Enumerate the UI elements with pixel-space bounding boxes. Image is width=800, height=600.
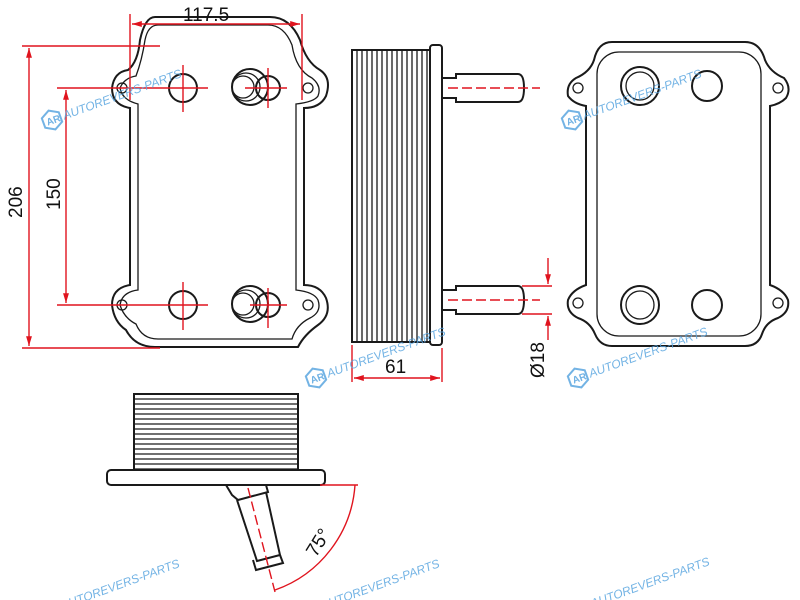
svg-text:AUTOREVERS-PARTS: AUTOREVERS-PARTS bbox=[588, 554, 712, 600]
watermark-1: AR AUTOREVERS-PARTS bbox=[40, 66, 184, 131]
svg-text:AR: AR bbox=[45, 113, 63, 129]
dim-angle-label: 75° bbox=[302, 525, 335, 560]
svg-text:AUTOREVERS-PARTS: AUTOREVERS-PARTS bbox=[586, 324, 710, 380]
watermark-7: AUTOREVERS-PARTS bbox=[588, 554, 712, 600]
dim-height-label: 206 bbox=[6, 186, 27, 218]
back-view bbox=[566, 41, 790, 347]
watermark-5: AUTOREVERS-PARTS bbox=[58, 556, 182, 600]
dim-spacing-label: 150 bbox=[44, 178, 65, 210]
svg-text:AR: AR bbox=[309, 371, 327, 387]
front-view: 117.5 206 150 bbox=[6, 5, 329, 349]
svg-text:AUTOREVERS-PARTS: AUTOREVERS-PARTS bbox=[318, 556, 442, 600]
watermark-2: AR AUTOREVERS-PARTS bbox=[304, 324, 447, 389]
svg-text:AUTOREVERS-PARTS: AUTOREVERS-PARTS bbox=[580, 66, 704, 122]
dim-depth-label: 61 bbox=[385, 357, 406, 378]
bottom-view: 75° bbox=[106, 393, 358, 593]
side-view: 61 Ø18 bbox=[351, 44, 552, 382]
watermark-4: AR AUTOREVERS-PARTS bbox=[566, 324, 710, 389]
svg-text:AUTOREVERS-PARTS: AUTOREVERS-PARTS bbox=[60, 66, 184, 122]
front-upper-pipe bbox=[231, 68, 281, 106]
svg-text:AR: AR bbox=[571, 371, 589, 387]
dim-width-label: 117.5 bbox=[183, 5, 229, 26]
watermark-6: AUTOREVERS-PARTS bbox=[318, 556, 442, 600]
front-lower-pipe bbox=[231, 285, 281, 323]
svg-text:AR: AR bbox=[565, 113, 583, 129]
svg-text:AUTOREVERS-PARTS: AUTOREVERS-PARTS bbox=[58, 556, 182, 600]
dim-diameter-label: Ø18 bbox=[528, 342, 549, 378]
